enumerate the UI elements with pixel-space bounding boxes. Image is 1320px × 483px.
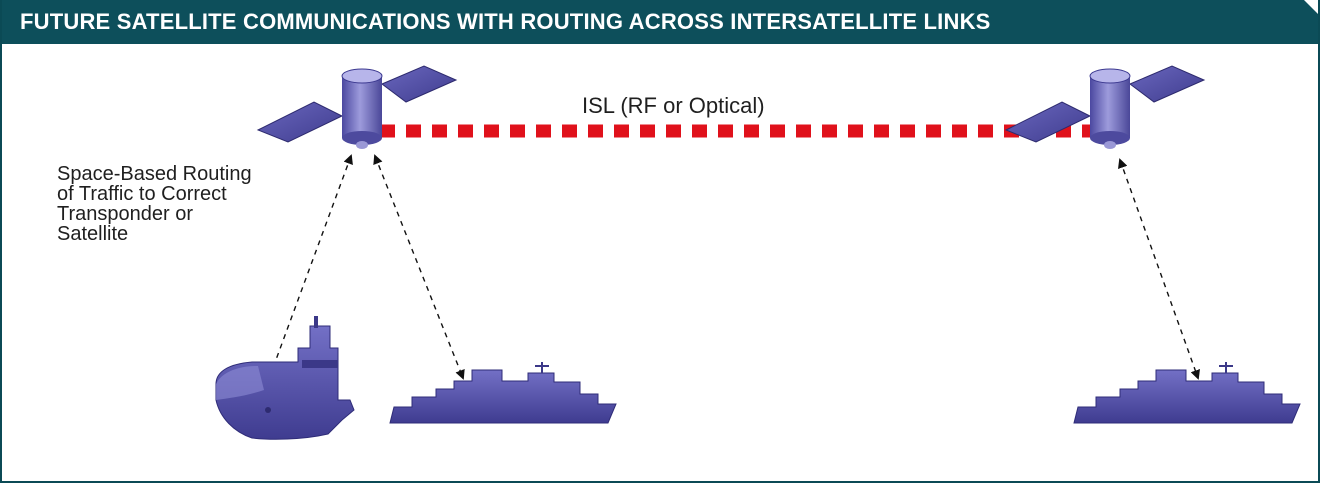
dashed-arrow (1118, 158, 1200, 380)
routing-line: Space-Based Routing (57, 163, 252, 185)
dashed-arrow (373, 154, 465, 380)
header-bar: FUTURE SATELLITE COMMUNICATIONS WITH ROU… (2, 0, 1318, 44)
routing-label: Space-Based Routing of Traffic to Correc… (57, 164, 252, 244)
ship-icon (389, 362, 617, 424)
isl-label: ISL (RF or Optical) (582, 93, 765, 118)
routing-line: of Traffic to Correct (57, 183, 227, 205)
routing-line: Transponder or (57, 203, 193, 225)
routing-line: Satellite (57, 223, 129, 245)
satellite-icon (256, 65, 458, 149)
ship-icon (1073, 362, 1301, 424)
satellite-icon (1004, 65, 1206, 149)
ship-icon (215, 316, 355, 440)
header-corner-cut (1304, 0, 1318, 18)
diagram-title: FUTURE SATELLITE COMMUNICATIONS WITH ROU… (20, 9, 991, 34)
